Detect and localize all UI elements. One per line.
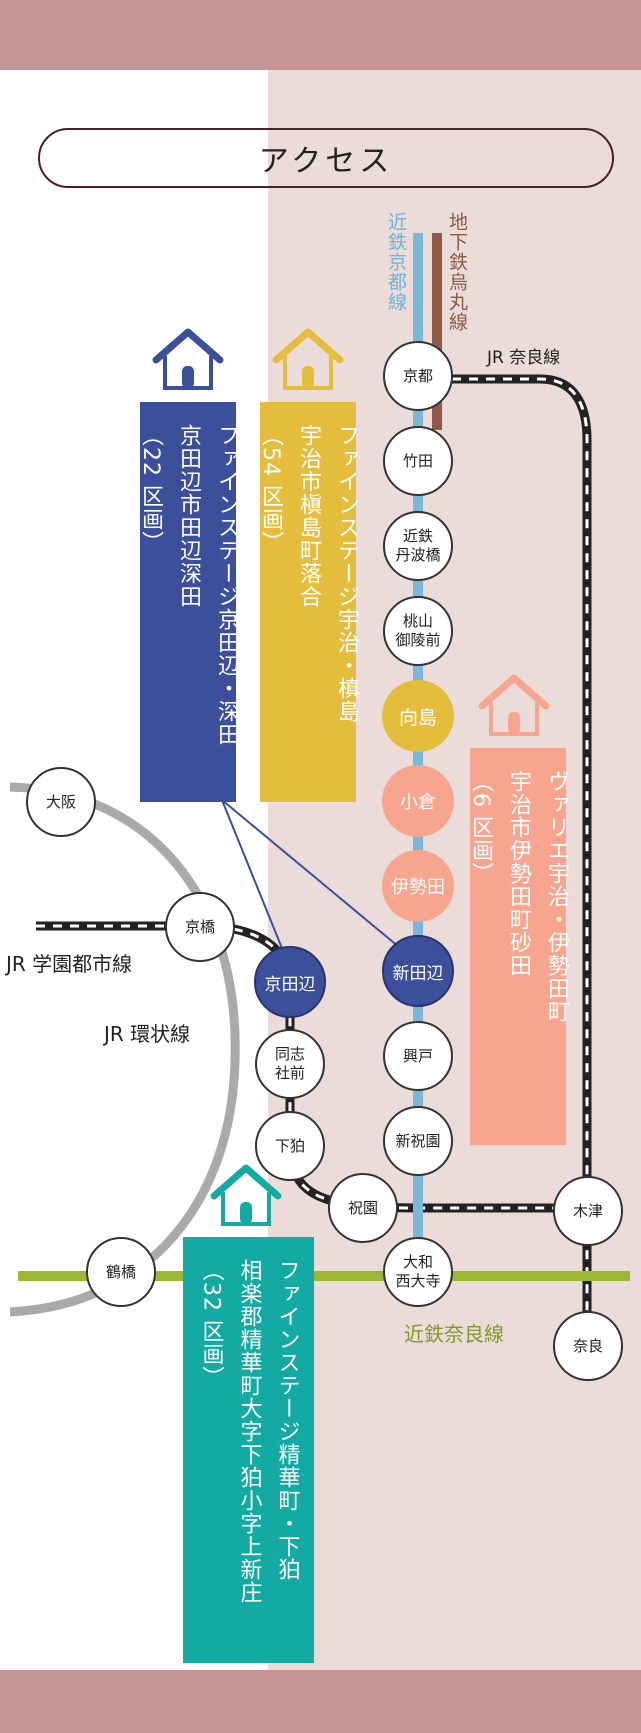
station-osaka: 大阪 — [26, 767, 96, 837]
property-address: 宇治市伊勢田町砂田 — [506, 770, 531, 977]
station-doshishamae: 同志 社前 — [255, 1029, 325, 1099]
property-address: 宇治市槇島町落合 — [296, 424, 321, 608]
station-kodo: 興戸 — [383, 1021, 453, 1091]
property-address: 京田辺市田辺深田 — [176, 424, 201, 608]
label-subway-karasuma-line: 地下鉄烏丸線 — [446, 212, 468, 332]
house-icon-teal — [210, 1164, 282, 1226]
station-yamato-saidaiji: 大和 西大寺 — [383, 1237, 453, 1307]
station-mukaijima: 向島 — [382, 680, 454, 752]
property-address: 相楽郡精華町大字下狛小字上新庄 — [236, 1259, 262, 1604]
property-lots: （54 区画） — [258, 424, 283, 554]
property-box-varie-uji-iseda: ヴァリエ宇治・伊勢田町 宇治市伊勢田町砂田 （6 区画） — [468, 748, 569, 1145]
property-lots: （22 区画） — [138, 424, 163, 554]
station-ogura: 小倉 — [382, 765, 454, 837]
label-kintetsu-nara-line: 近鉄奈良線 — [404, 1322, 504, 1346]
station-kyotanabe: 京田辺 — [254, 946, 326, 1018]
bottom-band — [0, 1670, 641, 1733]
label-kintetsu-kyoto-line: 近鉄京都線 — [385, 212, 407, 312]
label-jr-gakkentoshi-line: JR 学園都市線 — [6, 952, 133, 976]
station-shintanabe: 新田辺 — [382, 935, 454, 1007]
house-icon-blue — [152, 328, 224, 390]
station-shinhosono: 新祝園 — [383, 1106, 453, 1176]
connector-shintanabe — [221, 799, 418, 963]
property-box-kyotanabe-fukada: ファインステージ京田辺・深田 京田辺市田辺深田 （22 区画） — [138, 402, 239, 802]
station-shimokoma: 下狛 — [255, 1111, 325, 1181]
property-lots: （6 区画） — [468, 770, 493, 885]
connector-kyotanabe — [221, 799, 291, 969]
station-kyoto: 京都 — [383, 341, 453, 411]
station-takeda: 竹田 — [383, 426, 453, 496]
label-jr-loop-line: JR 環状線 — [104, 1022, 191, 1046]
station-kyobashi: 京橋 — [165, 892, 235, 962]
station-kintetsu-tanbabashi: 近鉄 丹波橋 — [383, 511, 453, 581]
jr-loop-line — [9, 782, 240, 1317]
station-kizu: 木津 — [553, 1176, 623, 1246]
station-hosono: 祝園 — [328, 1173, 398, 1243]
property-name: ファインステージ宇治・槙島 — [334, 424, 359, 723]
station-momoyama-goryomae: 桃山 御陵前 — [383, 596, 453, 666]
station-nara: 奈良 — [553, 1311, 623, 1381]
label-jr-nara-line: JR 奈良線 — [487, 348, 561, 368]
property-box-seika-shimokoma: ファインステージ精華町・下狛 相楽郡精華町大字下狛小字上新庄 （32 区画） — [183, 1237, 314, 1663]
property-box-uji-makishima: ファインステージ宇治・槙島 宇治市槇島町落合 （54 区画） — [258, 402, 359, 802]
page-title: アクセス — [258, 144, 394, 179]
house-icon-salmon — [478, 674, 550, 736]
property-name: ファインステージ精華町・下狛 — [274, 1259, 300, 1581]
property-name: ヴァリエ宇治・伊勢田町 — [544, 770, 569, 1023]
station-iseda: 伊勢田 — [382, 850, 454, 922]
house-icon-yellow — [272, 328, 344, 390]
station-tsurumi: 鶴橋 — [86, 1237, 156, 1307]
property-lots: （32 区画） — [198, 1259, 224, 1389]
title-pill: アクセス — [38, 128, 614, 188]
top-band — [0, 0, 641, 70]
pink-panel — [268, 70, 641, 1670]
property-name: ファインステージ京田辺・深田 — [214, 424, 239, 746]
